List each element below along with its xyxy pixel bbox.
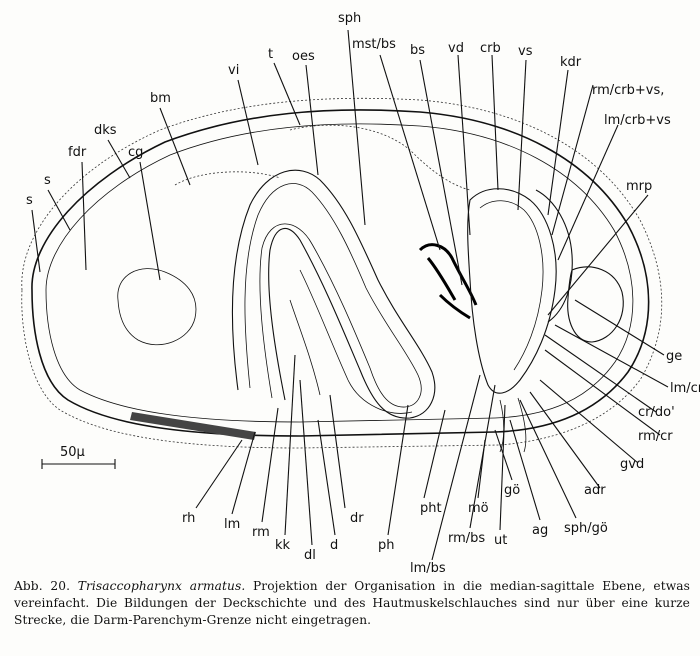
label-dr: dr bbox=[350, 511, 364, 526]
label-rm-cr: rm/cr bbox=[638, 429, 673, 444]
label-dks: dks bbox=[94, 123, 117, 138]
anatomical-diagram: 50μ bbox=[21, 11, 700, 575]
label-lm-cr: lm/cr bbox=[670, 381, 700, 396]
label-vi: vi bbox=[228, 63, 239, 78]
label-kk: kk bbox=[275, 538, 291, 553]
label-cr-do: cr/do' bbox=[638, 405, 675, 420]
label-cg: cg bbox=[128, 145, 143, 160]
label-crb: crb bbox=[480, 41, 501, 56]
label-dl: dl bbox=[304, 548, 316, 563]
caption-text: Projektion der Organisation in die media… bbox=[14, 579, 690, 627]
labels: sph mst/bs bs vd crb vs kdr rm/crb+vs, l… bbox=[26, 11, 700, 575]
label-rm: rm bbox=[252, 525, 270, 540]
pharynx bbox=[231, 169, 436, 419]
label-bm: bm bbox=[150, 91, 171, 106]
label-ag: ag bbox=[532, 523, 548, 538]
gut-outline bbox=[174, 124, 471, 191]
caption-prefix: Abb. 20. bbox=[14, 579, 71, 593]
scale-bar-label: 50μ bbox=[60, 445, 85, 460]
label-mo: mö bbox=[468, 501, 489, 516]
label-rm-bs: rm/bs bbox=[448, 531, 485, 546]
label-mst-bs: mst/bs bbox=[352, 37, 396, 52]
label-rm-crb-vs: rm/crb+vs, bbox=[592, 83, 664, 98]
label-go: gö bbox=[504, 483, 520, 498]
label-s-lower: s bbox=[26, 193, 33, 208]
label-adr: adr bbox=[584, 483, 606, 498]
label-vs: vs bbox=[518, 44, 533, 59]
label-ph: ph bbox=[378, 538, 395, 553]
label-s-upper: s bbox=[44, 173, 51, 188]
cerebral-ganglion bbox=[117, 268, 197, 345]
label-fdr: fdr bbox=[68, 145, 87, 160]
leader-lines bbox=[31, 29, 669, 561]
scale-bar: 50μ bbox=[41, 445, 116, 469]
label-pht: pht bbox=[420, 501, 442, 516]
label-lm-crb-vs: lm/crb+vs bbox=[604, 113, 671, 128]
label-gvd: gvd bbox=[620, 457, 644, 472]
figure-caption: Abb. 20. Trisaccopharynx armatus. Projek… bbox=[14, 578, 690, 629]
body-outline bbox=[21, 97, 663, 449]
label-oes: oes bbox=[292, 49, 315, 64]
label-bs: bs bbox=[410, 43, 425, 58]
label-kdr: kdr bbox=[560, 55, 582, 70]
label-sph-go: sph/gö bbox=[564, 521, 608, 536]
label-t: t bbox=[268, 47, 273, 62]
label-sph: sph bbox=[338, 11, 361, 26]
label-rh: rh bbox=[182, 511, 195, 526]
label-ut: ut bbox=[494, 533, 507, 548]
label-ge: ge bbox=[666, 349, 682, 364]
copulatory-organ bbox=[418, 188, 624, 453]
label-lm: lm bbox=[224, 517, 240, 532]
caption-species: Trisaccopharynx armatus. bbox=[77, 579, 246, 593]
label-d: d bbox=[330, 538, 338, 553]
label-mrp: mrp bbox=[626, 179, 652, 194]
label-lm-bs: lm/bs bbox=[410, 561, 446, 575]
rhabdite-band bbox=[130, 412, 256, 440]
label-vd: vd bbox=[448, 41, 464, 56]
